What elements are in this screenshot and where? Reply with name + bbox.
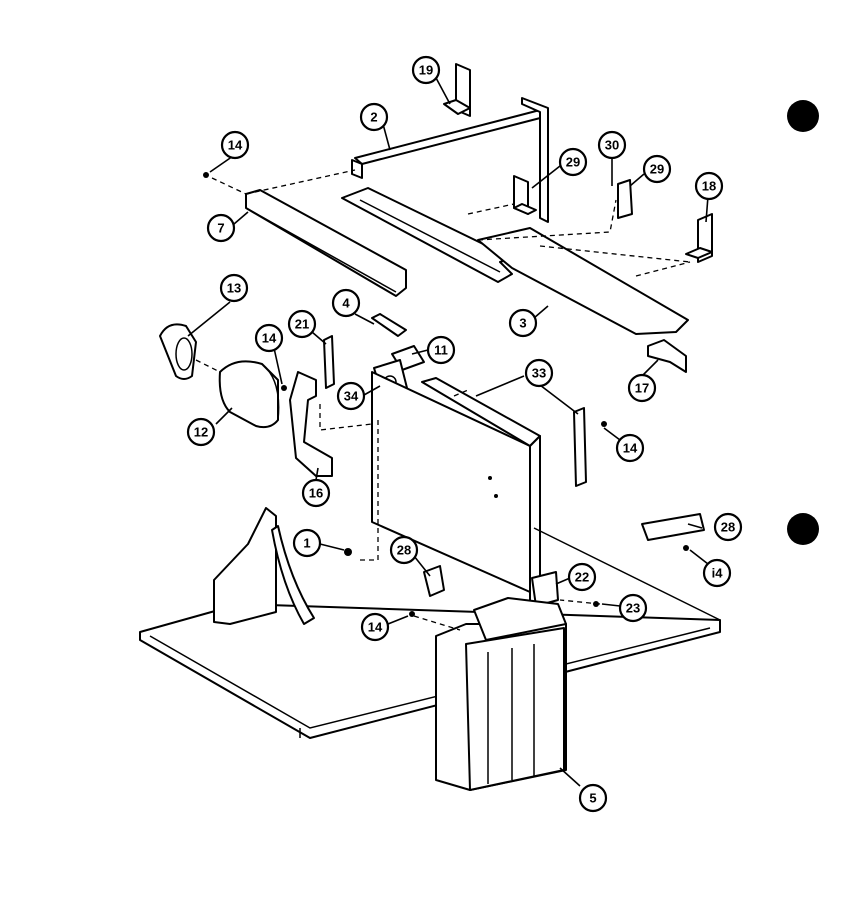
callout-1: 1	[292, 528, 322, 558]
callout-2: 2	[359, 102, 389, 132]
callout-label: 1	[303, 536, 310, 551]
callout-label: 4	[342, 296, 350, 311]
screw-14b	[281, 385, 287, 391]
binder-hole-bottom	[787, 513, 819, 545]
callout-label: 23	[626, 601, 640, 616]
callout-21: 21	[287, 309, 317, 339]
callout-label: 30	[605, 138, 619, 153]
callout-label: 33	[532, 366, 546, 381]
callout-23: 23	[618, 593, 648, 623]
callout-label: 19	[419, 63, 433, 78]
part-top-rail	[351, 97, 549, 223]
callout-33: 33	[524, 358, 554, 388]
part-28a	[641, 513, 705, 541]
callout-14-base: 14	[360, 612, 390, 642]
part-motor-12	[218, 360, 280, 429]
callout-14-right: 14	[615, 433, 645, 463]
part-front-rail	[245, 189, 407, 297]
part-top-tray	[341, 187, 689, 335]
callout-label: 14	[368, 620, 383, 635]
callout-label: 5	[589, 791, 596, 806]
screw-14a	[203, 172, 209, 178]
callout-label: 3	[519, 316, 526, 331]
callout-34: 34	[336, 381, 366, 411]
callout-label: 28	[397, 543, 411, 558]
callout-label: 21	[295, 317, 309, 332]
callout-label: 11	[434, 343, 448, 358]
callout-18: 18	[694, 171, 724, 201]
leader-lines	[187, 75, 709, 787]
callout-label: 22	[575, 570, 589, 585]
callout-label: 12	[194, 425, 208, 440]
part-base-pan	[139, 527, 721, 739]
callout-3: 3	[508, 308, 538, 338]
part-bracket-19	[443, 63, 471, 117]
callout-label: 18	[702, 179, 716, 194]
callout-label: 29	[566, 155, 580, 170]
callout-30: 30	[597, 130, 627, 160]
callout-14-top: 14	[220, 130, 250, 160]
callout-12: 12	[186, 417, 216, 447]
part-bracket-29a	[513, 175, 537, 215]
callout-label: 14	[623, 441, 638, 456]
part-28b	[423, 565, 445, 597]
callout-label: 7	[217, 221, 224, 236]
callout-label: 29	[650, 162, 664, 177]
part-center-partition	[371, 371, 541, 605]
callout-label: 14	[262, 331, 277, 346]
callout-label: 17	[635, 381, 649, 396]
callout-label: 28	[721, 520, 735, 535]
callout-28-bottom: 28	[389, 535, 419, 565]
part-33	[573, 407, 587, 487]
callout-label: 13	[227, 281, 241, 296]
callout-14-motor: 14	[254, 323, 284, 353]
part-box-5	[435, 597, 567, 791]
screw-14e	[409, 611, 415, 617]
callout-label: 2	[370, 110, 377, 125]
callout-label: i4	[712, 566, 724, 581]
callout-29-right: 29	[642, 154, 672, 184]
callout-label: 14	[228, 138, 243, 153]
part-21	[323, 335, 335, 389]
part-bracket-17	[647, 339, 687, 373]
callout-4: 4	[331, 288, 361, 318]
part-bracket-29b	[617, 179, 633, 219]
part-4	[371, 313, 407, 337]
screw-1	[344, 548, 352, 556]
callout-19: 19	[411, 55, 441, 85]
part-strap-16	[289, 371, 333, 477]
binder-hole-top	[787, 100, 819, 132]
callout-13: 13	[219, 273, 249, 303]
part-left-shroud	[213, 507, 315, 625]
callout-17: 17	[627, 373, 657, 403]
callout-7: 7	[206, 213, 236, 243]
callout-29-left: 29	[558, 147, 588, 177]
part-22	[531, 571, 559, 607]
callout-16: 16	[301, 478, 331, 508]
part-13	[159, 323, 197, 380]
screw-14d	[683, 545, 689, 551]
callout-22: 22	[567, 562, 597, 592]
callout-11: 11	[426, 335, 456, 365]
callout-5: 5	[578, 783, 608, 813]
callout-label: 34	[344, 389, 359, 404]
alignment-lines	[195, 169, 691, 631]
callout-28-right: 28	[713, 512, 743, 542]
part-bracket-18	[685, 213, 713, 263]
callout-i4: i4	[702, 558, 732, 588]
screw-14c	[601, 421, 607, 427]
callout-label: 16	[309, 486, 323, 501]
